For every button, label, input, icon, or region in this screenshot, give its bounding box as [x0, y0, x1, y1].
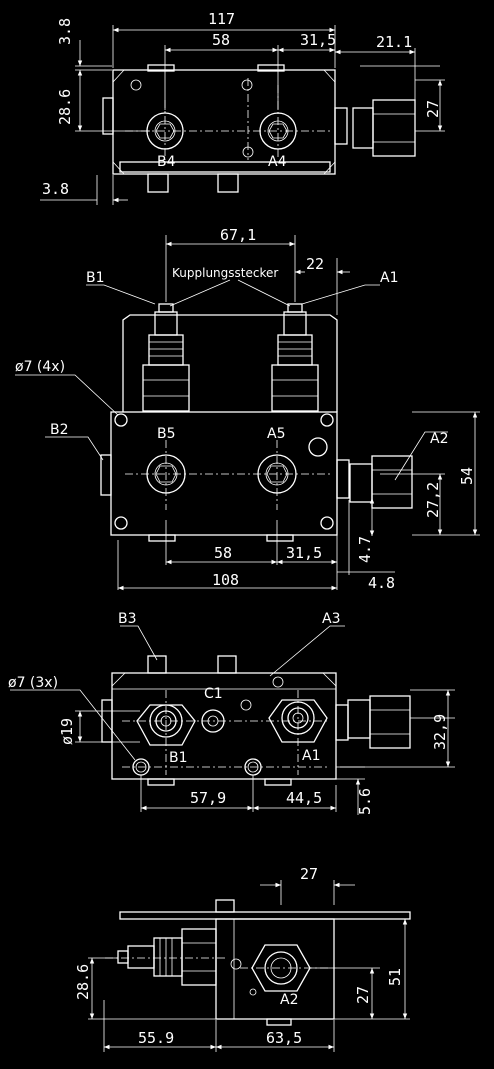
port-b3-label: B3 — [118, 611, 137, 627]
port-b4-label: B4 — [157, 154, 176, 170]
dim-27-2-text: 27,2 — [424, 482, 442, 518]
dim-31-5-v2-text: 31,5 — [286, 544, 322, 562]
dim-44-5-text: 44,5 — [286, 789, 322, 807]
dim-55-9-text: 55.9 — [138, 1029, 174, 1047]
port-b1-label-v3: B1 — [169, 750, 188, 766]
dim-57-9-text: 57,9 — [190, 789, 226, 807]
dim-51-text: 51 — [386, 968, 404, 986]
hole-note-4x: ø7 (4x) — [15, 359, 65, 375]
dim-27-v4-text: 27 — [354, 986, 372, 1004]
dim-3-8-top-text: 3.8 — [56, 18, 74, 45]
view-3-side — [10, 625, 455, 815]
port-c1-label: C1 — [204, 686, 223, 702]
valve-body-2 — [110, 411, 338, 536]
coupling-a1 — [271, 303, 319, 412]
view-4-end — [88, 880, 411, 1052]
port-b5-label: B5 — [157, 426, 176, 442]
port-a1-label-v3: A1 — [302, 748, 320, 764]
dim-5-6-text: 5.6 — [356, 788, 374, 815]
dim-4-8-text: 4.8 — [368, 574, 395, 592]
label-kupplungsstecker: Kupplungsstecker — [172, 266, 278, 280]
dim-108-text: 108 — [212, 571, 239, 589]
dim-58-text: 58 — [212, 31, 230, 49]
coupling-b1 — [142, 303, 190, 412]
port-a3-label: A3 — [322, 611, 340, 627]
port-a1-top-label: A1 — [380, 270, 398, 286]
dim-28-6-text: 28.6 — [56, 89, 74, 125]
dim-19-text: ø19 — [58, 718, 76, 745]
port-a4-label: A4 — [268, 154, 287, 170]
port-a5-label: A5 — [267, 426, 285, 442]
dim-21-1-text: 21.1 — [376, 33, 412, 51]
dim-32-9-text: 32,9 — [431, 714, 449, 750]
dim-28-6-v4-text: 28.6 — [74, 964, 92, 1000]
port-b1-top-label: B1 — [86, 270, 105, 286]
dim-117-text: 117 — [208, 10, 235, 28]
dim-27-top-v4-text: 27 — [300, 865, 318, 883]
dim-27-text: 27 — [424, 100, 442, 118]
dim-63-5-text: 63,5 — [266, 1029, 302, 1047]
dim-4-7-text: 4.7 — [356, 536, 374, 563]
dim-67-1-text: 67,1 — [220, 226, 256, 244]
view-1-top — [40, 25, 445, 205]
dim-22-text: 22 — [306, 255, 324, 273]
port-b2-label: B2 — [50, 422, 69, 438]
dim-54-text: 54 — [458, 467, 476, 485]
hole-note-3x: ø7 (3x) — [8, 675, 58, 691]
dim-58-v2-text: 58 — [214, 544, 232, 562]
dim-31-5-text: 31,5 — [300, 31, 336, 49]
dim-3-8-bottom-text: 3.8 — [42, 180, 69, 198]
port-a2-label: A2 — [430, 431, 448, 447]
view-2-front — [15, 235, 480, 591]
valve-body — [112, 69, 336, 175]
port-a2-v4-label: A2 — [280, 992, 298, 1008]
